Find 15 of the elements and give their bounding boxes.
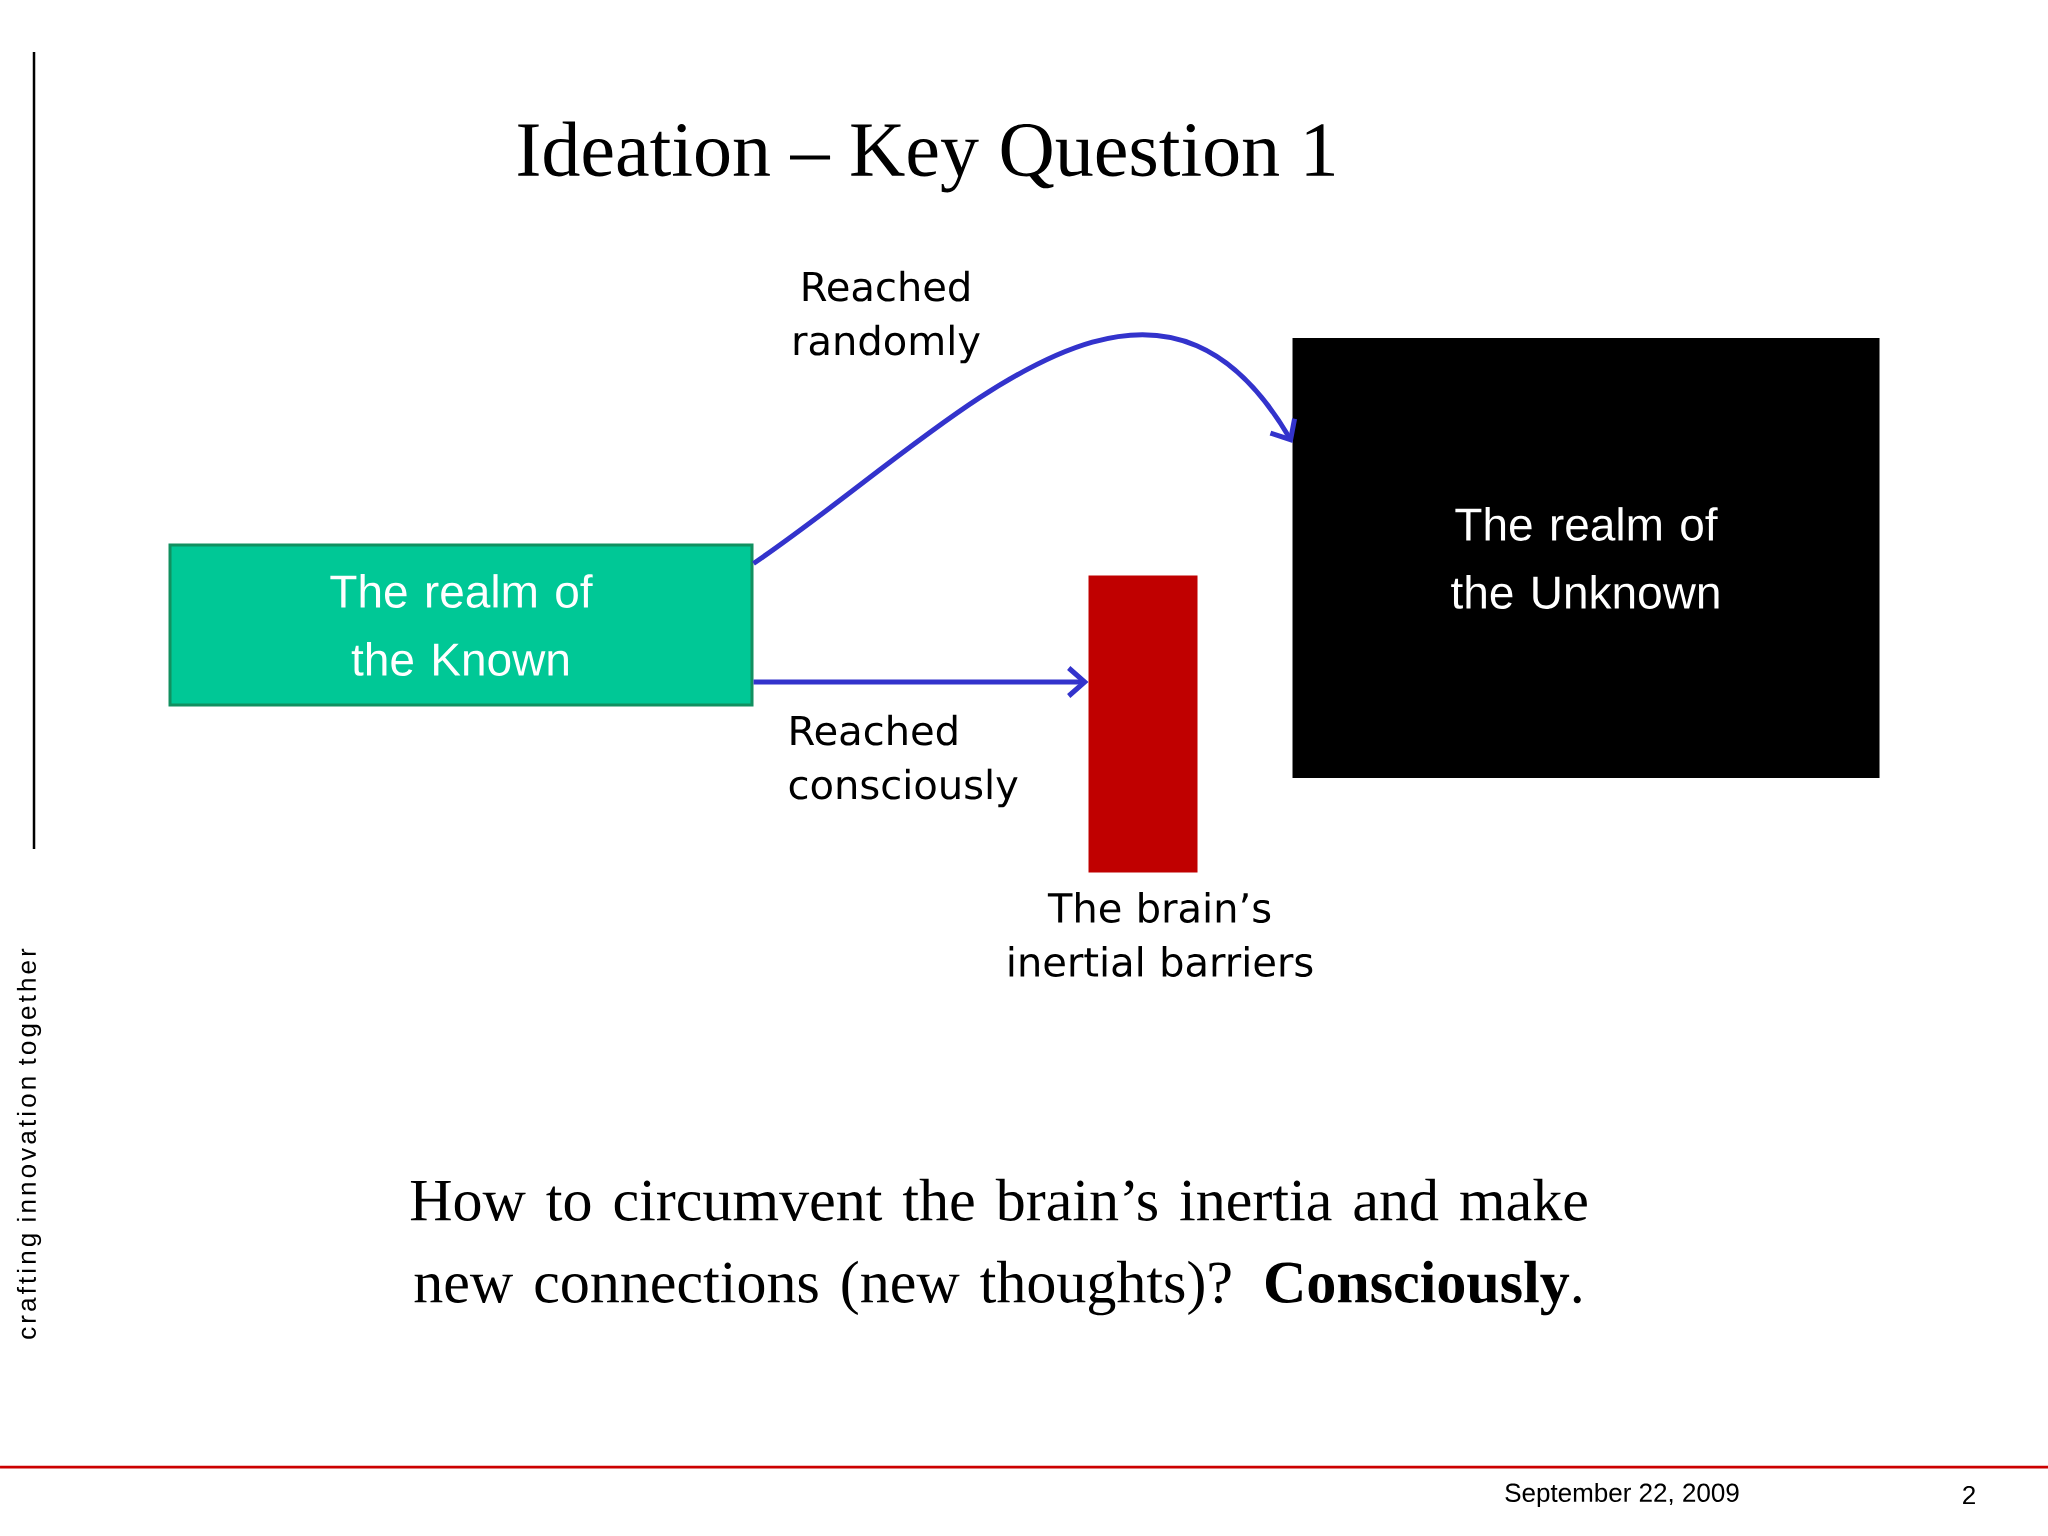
- bar-caption: The brain’s inertial barriers: [1009, 892, 1313, 977]
- barrier-bar: [1088, 575, 1198, 873]
- tagline: crafting innovation together: [16, 948, 42, 1339]
- question-text: How to circumvent the brain’s inertia and make new connections (new thoughts)? Consciously.: [410, 1178, 1587, 1316]
- edge-label: Reached consciously: [789, 714, 1018, 808]
- process-box: [168, 543, 754, 707]
- edge-label: Reached randomly: [794, 270, 980, 364]
- title: Ideation – Key Question 1: [518, 121, 1334, 193]
- node-text: The realm of the Known: [330, 574, 593, 676]
- footer-date: September 22, 2009: [1505, 1482, 1739, 1508]
- process-box: [1292, 338, 1880, 778]
- arrow: [752, 332, 1298, 566]
- arrow: [753, 666, 1089, 698]
- page-number: 2: [1963, 1485, 1975, 1505]
- node-text: The realm of the Unknown: [1451, 507, 1719, 609]
